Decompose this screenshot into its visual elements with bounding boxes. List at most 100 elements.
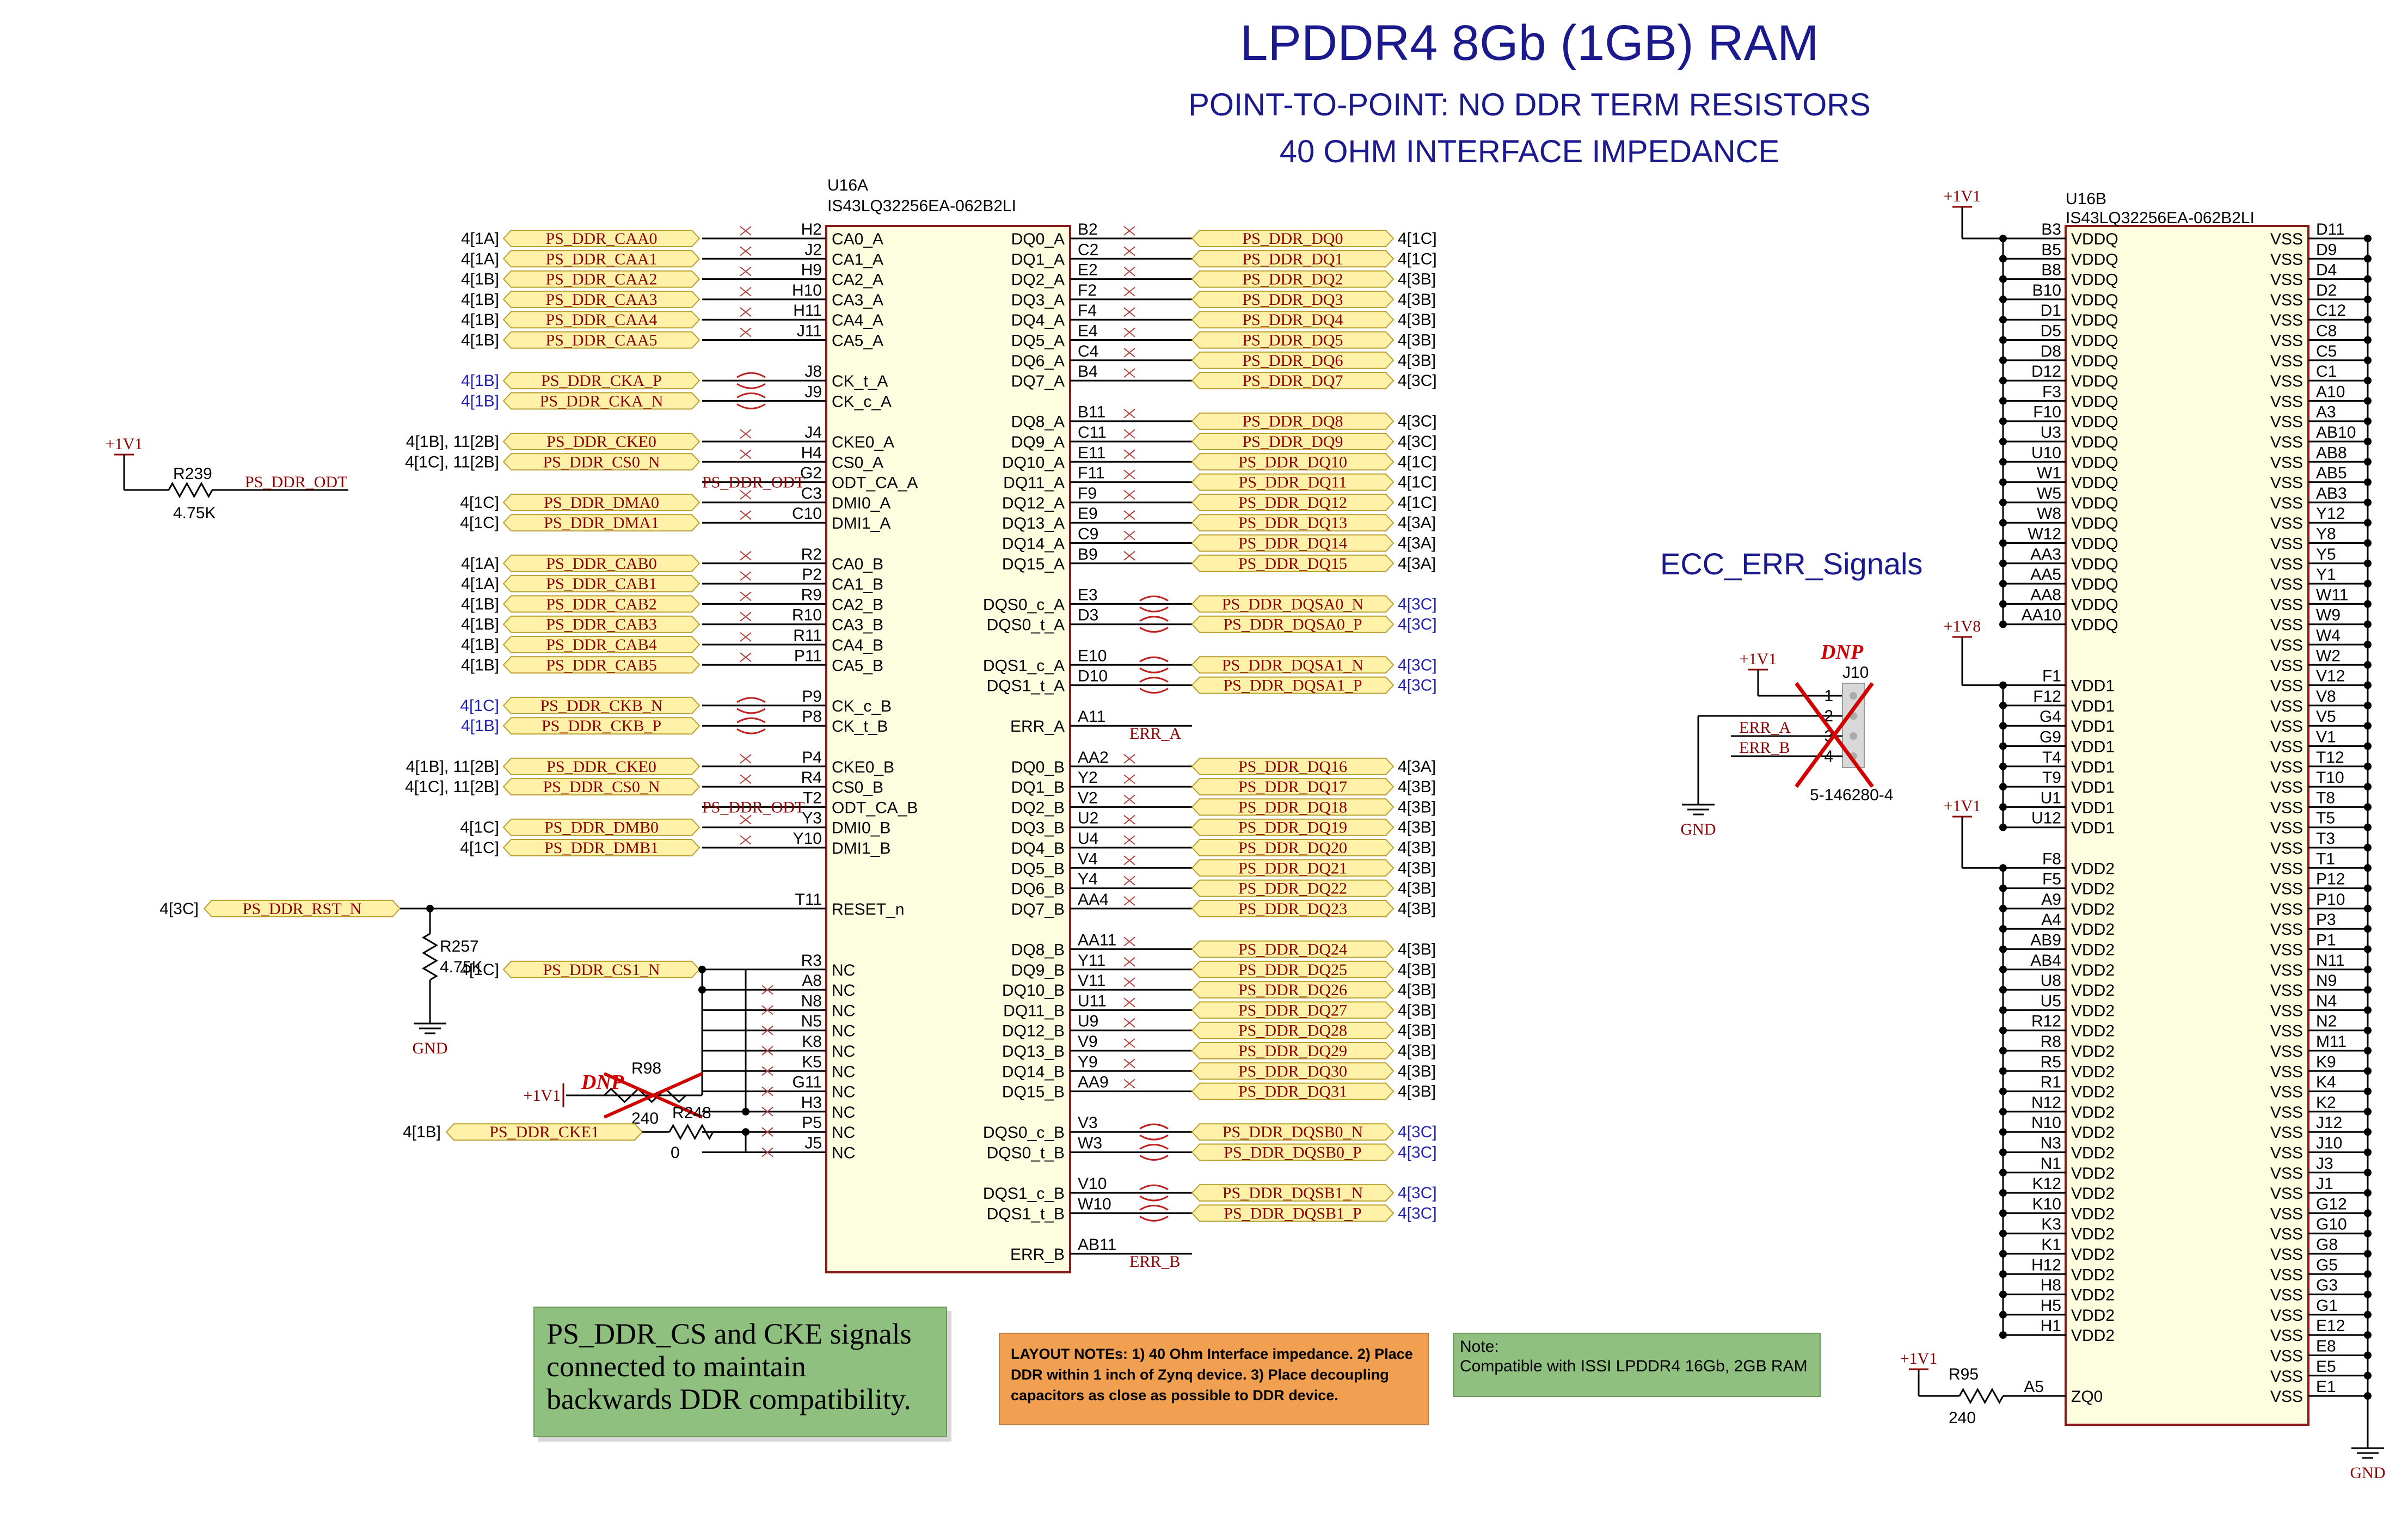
pin-name-dq13-a: DQ13_A — [1002, 514, 1065, 532]
pin-number-r4: R4 — [801, 769, 822, 787]
offpage-ref: 4[3B] — [1398, 1062, 1436, 1080]
net-label-ps-ddr-caa4: PS_DDR_CAA4 — [545, 311, 657, 329]
u16b-pin-number-h5: H5 — [2041, 1297, 2061, 1315]
u16b-pin-number-f1: F1 — [2042, 667, 2061, 685]
power-flag-label: +1V1 — [1900, 1350, 1938, 1368]
net-label-ps-ddr-cab3: PS_DDR_CAB3 — [546, 616, 656, 634]
no-connect-marker — [1123, 1078, 1135, 1089]
net-label-ps-ddr-caa1: PS_DDR_CAA1 — [545, 250, 657, 268]
net-label-ps-ddr-dma1: PS_DDR_DMA1 — [544, 514, 659, 532]
pin-number-aa2: AA2 — [1078, 749, 1109, 767]
offpage-ref: 4[3C] — [1398, 616, 1437, 634]
u16b-pin-name-vss: VSS — [2270, 697, 2303, 715]
pin-number-u11: U11 — [1078, 992, 1107, 1010]
r98-refdes: R98 — [631, 1059, 661, 1077]
u16b-pin-name-vss: VSS — [2270, 311, 2303, 329]
u16b-pin-name-vdd1: VDD1 — [2071, 677, 2115, 695]
pin-number-r9: R9 — [801, 586, 822, 604]
pin-name-dqs0-t-b: DQS0_t_B — [987, 1144, 1065, 1162]
port-ps-ddr-dq28 — [1191, 1021, 1395, 1039]
u16b-pin-number-n3: N3 — [2041, 1135, 2061, 1153]
u16b-pin-number-r1: R1 — [2041, 1074, 2061, 1092]
port-ps-ddr-dq14 — [1191, 534, 1395, 552]
u16a-left-pins: H2CA0_APS_DDR_CAA04[1A]J2CA1_APS_DDR_CAA… — [405, 220, 918, 1162]
pin-name-dq7-b: DQ7_B — [1011, 900, 1065, 918]
u16b-pin-number-y5: Y5 — [2316, 546, 2336, 563]
offpage-ref: 4[3B] — [1398, 332, 1436, 350]
u16b-pin-number-t5: T5 — [2316, 810, 2335, 828]
u16b-pin-number-r5: R5 — [2041, 1053, 2061, 1071]
offpage-ref: 4[3B] — [1398, 271, 1436, 289]
u16b-pin-number-k12: K12 — [2032, 1175, 2061, 1193]
pin-number-u4: U4 — [1078, 830, 1098, 848]
pin-name-dq11-a: DQ11_A — [1003, 474, 1065, 492]
port-ps-ddr-dq20 — [1191, 839, 1395, 856]
offpage-ref: 4[3A] — [1398, 514, 1436, 532]
offpage-ref: 4[1B] — [461, 332, 499, 350]
pin-name-dq1-a: DQ1_A — [1011, 250, 1065, 268]
u16b-pin-name-vss: VSS — [2270, 1286, 2303, 1304]
j10-net-err-a: ERR_A — [1739, 719, 1791, 737]
u16b-pin-number-ab5: AB5 — [2316, 464, 2347, 482]
pin-name-err-a: ERR_A — [1010, 718, 1065, 736]
u16a-body — [825, 225, 1071, 1273]
no-connect-marker — [1123, 936, 1135, 947]
u16b-pin-name-vss: VSS — [2270, 860, 2303, 878]
port-ps-ddr-caa0 — [502, 230, 701, 247]
diff-pair-marker — [1139, 1123, 1169, 1141]
u16b-pin-name-vdd2: VDD2 — [2071, 1164, 2115, 1182]
pin-number-f11: F11 — [1078, 464, 1104, 482]
port-ps-ddr-dmb1 — [502, 839, 701, 856]
net-label-ps-ddr-dq29: PS_DDR_DQ29 — [1238, 1042, 1347, 1060]
offpage-ref: 4[1C] — [460, 494, 499, 512]
port-ps-ddr-dq0 — [1191, 230, 1395, 247]
pin-name-ca2-b: CA2_B — [832, 596, 883, 614]
pin-number-t2: T2 — [803, 789, 822, 807]
offpage-ref: 4[3A] — [1398, 758, 1436, 776]
pin-name-reset-n: RESET_n — [832, 900, 904, 918]
j10-pin-contact — [1850, 732, 1857, 740]
port-ps-ddr-cs0-n — [502, 778, 701, 796]
pin-number-j9: J9 — [804, 383, 822, 401]
net-label-ps-ddr-dq9: PS_DDR_DQ9 — [1242, 433, 1343, 451]
pin-number-g2: G2 — [800, 464, 822, 482]
pin-name-nc: NC — [832, 1124, 855, 1142]
pin-number-d10: D10 — [1078, 667, 1108, 685]
pin-name-dq11-b: DQ11_B — [1003, 1002, 1065, 1020]
offpage-ref: 4[3C] — [159, 900, 199, 918]
pin-name-nc: NC — [832, 1083, 855, 1101]
no-connect-marker — [1123, 977, 1135, 987]
net-label-ps-ddr-caa3: PS_DDR_CAA3 — [545, 291, 657, 309]
no-connect-marker — [740, 652, 752, 663]
pin-name-ca1-a: CA1_A — [832, 250, 883, 268]
pin-name-ca0-b: CA0_B — [832, 555, 883, 573]
pin-number-f4: F4 — [1078, 302, 1097, 320]
u16b-pin-number-w5: W5 — [2037, 485, 2061, 502]
no-connect-marker — [1123, 1038, 1135, 1048]
offpage-ref: 4[1B] — [461, 372, 499, 390]
pin-name-dq3-b: DQ3_B — [1011, 819, 1065, 837]
pin-number-h4: H4 — [801, 444, 822, 462]
u16b-pin-name-vss: VSS — [2270, 1225, 2303, 1243]
u16b-pin-number-d9: D9 — [2316, 241, 2337, 259]
no-connect-marker — [761, 1005, 773, 1015]
u16b-pin-number-f8: F8 — [2042, 850, 2061, 868]
u16b-pin-name-vdd2: VDD2 — [2071, 1002, 2115, 1020]
offpage-ref: 4[3B] — [1398, 1042, 1436, 1060]
u16b-pin-number-u1: U1 — [2041, 789, 2061, 807]
port-ps-ddr-dq23 — [1191, 899, 1395, 917]
pin-number-y4: Y4 — [1078, 871, 1098, 888]
pin-name-dqs1-c-a: DQS1_c_A — [983, 657, 1065, 675]
pin-name-dq7-a: DQ7_A — [1011, 372, 1065, 390]
u16b-pin-name-vddq: VDDQ — [2071, 250, 2118, 268]
net-label-ps-ddr-cab5: PS_DDR_CAB5 — [546, 656, 656, 674]
note-layout-text: LAYOUT NOTEs: 1) 40 Ohm Interface impeda… — [1011, 1346, 1413, 1403]
net-label-ps-ddr-dq27: PS_DDR_DQ27 — [1238, 1001, 1347, 1019]
u16b-pin-number-u5: U5 — [2041, 992, 2061, 1010]
u16b-pin-name-vddq: VDDQ — [2071, 474, 2118, 492]
j10-pin-1: 1 — [1824, 687, 1833, 705]
offpage-ref: 4[1B], 11[2B] — [406, 758, 499, 776]
u16b-pin-name-vdd2: VDD2 — [2071, 1104, 2115, 1121]
r248-value: 0 — [671, 1144, 680, 1162]
